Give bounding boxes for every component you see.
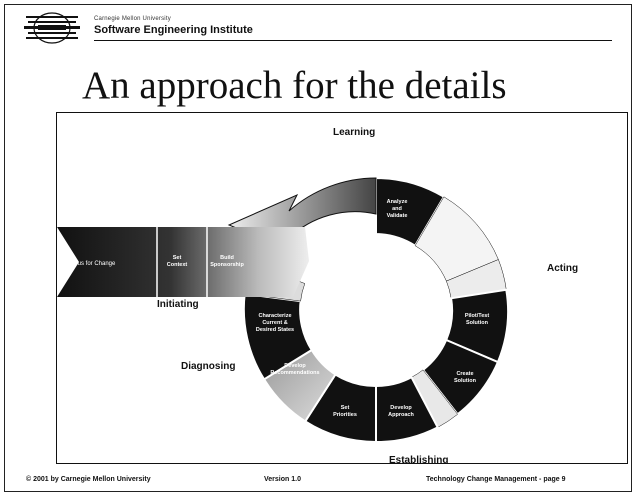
footer-page: Technology Change Management - page 9 — [426, 476, 566, 483]
org-university: Carnegie Mellon University — [94, 16, 171, 22]
slide-title: An approach for the details — [82, 64, 507, 107]
phase-initiating: Initiating — [157, 299, 199, 310]
phase-learning: Learning — [333, 127, 375, 138]
footer-version: Version 1.0 — [264, 476, 301, 483]
phase-acting: Acting — [547, 263, 578, 274]
entry-arrow-body — [57, 227, 309, 297]
entry-arrow — [57, 227, 309, 297]
phase-diagnosing: Diagnosing — [181, 361, 235, 372]
sei-logo-icon — [24, 12, 80, 44]
header-rule — [94, 40, 612, 41]
phase-establishing: Establishing — [389, 455, 448, 463]
footer-copyright: © 2001 by Carnegie Mellon University — [26, 476, 151, 483]
org-name: Software Engineering Institute — [94, 24, 253, 36]
entry-label: Stimulus for Change — [61, 261, 116, 267]
